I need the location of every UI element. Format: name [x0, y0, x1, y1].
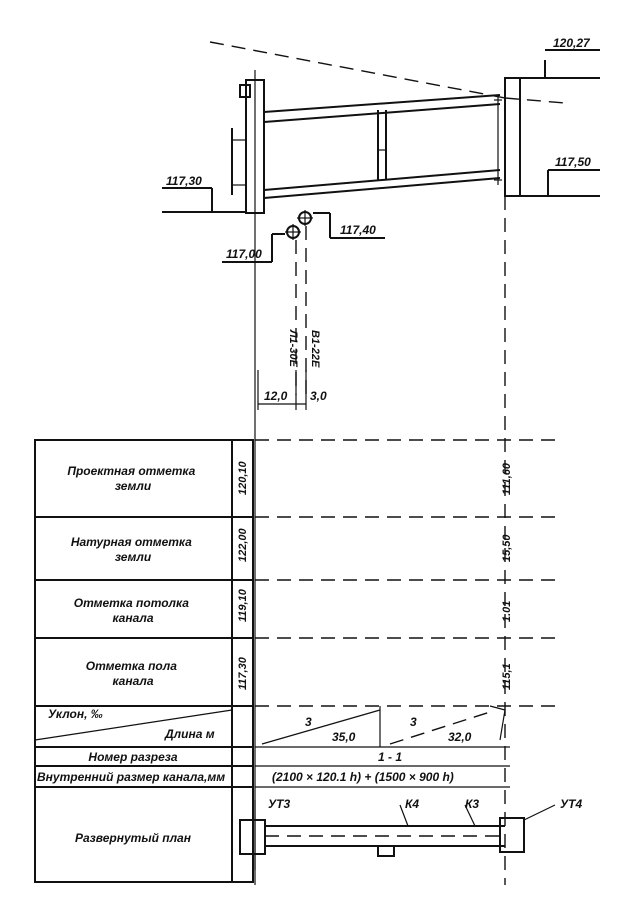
slope-top-label: Уклон, ‰ [48, 707, 103, 721]
ground-slope-line [210, 42, 505, 98]
left-chamber [232, 70, 264, 215]
elevation-label: 117,30 [166, 174, 202, 188]
slope-1-length: 35,0 [332, 730, 356, 744]
slope-segment-1 [262, 710, 380, 744]
plan-label-ut3: УТ3 [268, 797, 290, 811]
plan-drawing [240, 800, 555, 870]
dimension-block: 12,0 3,0 [258, 370, 327, 410]
elevation-label: 117,50 [555, 155, 591, 169]
slope-1-value: 3 [305, 715, 312, 729]
size-row-label: Внутренний размер канала,мм [37, 770, 225, 784]
plan-label-ut4: УТ4 [560, 797, 582, 811]
table-left-value: 122,00 [237, 527, 249, 562]
section-row-label: Номер разреза [88, 750, 177, 764]
table-row-label: Отметка потолка канала [74, 596, 193, 625]
table-right-value: 111,60 [501, 462, 513, 495]
table-right-value: 1.01 [501, 601, 513, 622]
table-left-value: 117,30 [237, 656, 249, 690]
rotated-mark-left: Л1-30Е [287, 329, 299, 368]
plan-label-k3: К3 [465, 797, 479, 811]
dimension-left: 12,0 [264, 389, 288, 403]
elevation-label: 117,40 [340, 223, 376, 237]
section-row-value: 1 - 1 [378, 750, 402, 764]
table-row-label: Отметка пола канала [86, 659, 180, 688]
table-row-label: Проектная отметка земли [67, 464, 198, 493]
elevation-right: 117,50 [520, 155, 600, 196]
well-symbols [285, 210, 313, 395]
table-left-value: 120,10 [237, 460, 249, 495]
right-chamber [494, 78, 520, 196]
slope-bottom-label: Длина м [164, 727, 215, 741]
channel-section [264, 95, 500, 198]
slope-segment-2 [390, 712, 490, 744]
elevation-well-left: 117,00 [222, 234, 285, 262]
table-left-value: 119,10 [237, 588, 249, 622]
dimension-right: 3,0 [310, 389, 327, 403]
table-right-value: 15,50 [501, 534, 513, 562]
slope-end-mark [490, 706, 505, 740]
profile-table [35, 440, 253, 882]
plan-row-label: Развернутый план [75, 831, 192, 845]
slope-2-value: 3 [410, 715, 417, 729]
table-row-label: Натурная отметка земли [71, 535, 195, 564]
elevation-well-right: 117,40 [313, 213, 385, 238]
size-row-value: (2100 × 120.1 h) + (1500 × 900 h) [272, 770, 454, 784]
elevation-label: 120,27 [553, 36, 591, 50]
elevation-left: 117,30 [162, 174, 246, 212]
slope-2-length: 32,0 [448, 730, 472, 744]
plan-label-k4: К4 [405, 797, 419, 811]
table-right-value: 115,1 [501, 663, 513, 690]
elevation-top-right: 120,27 [520, 36, 600, 78]
elevation-label: 117,00 [226, 247, 262, 261]
lower-slope-line [505, 98, 565, 103]
rotated-mark-right: В1-22Е [309, 330, 321, 368]
